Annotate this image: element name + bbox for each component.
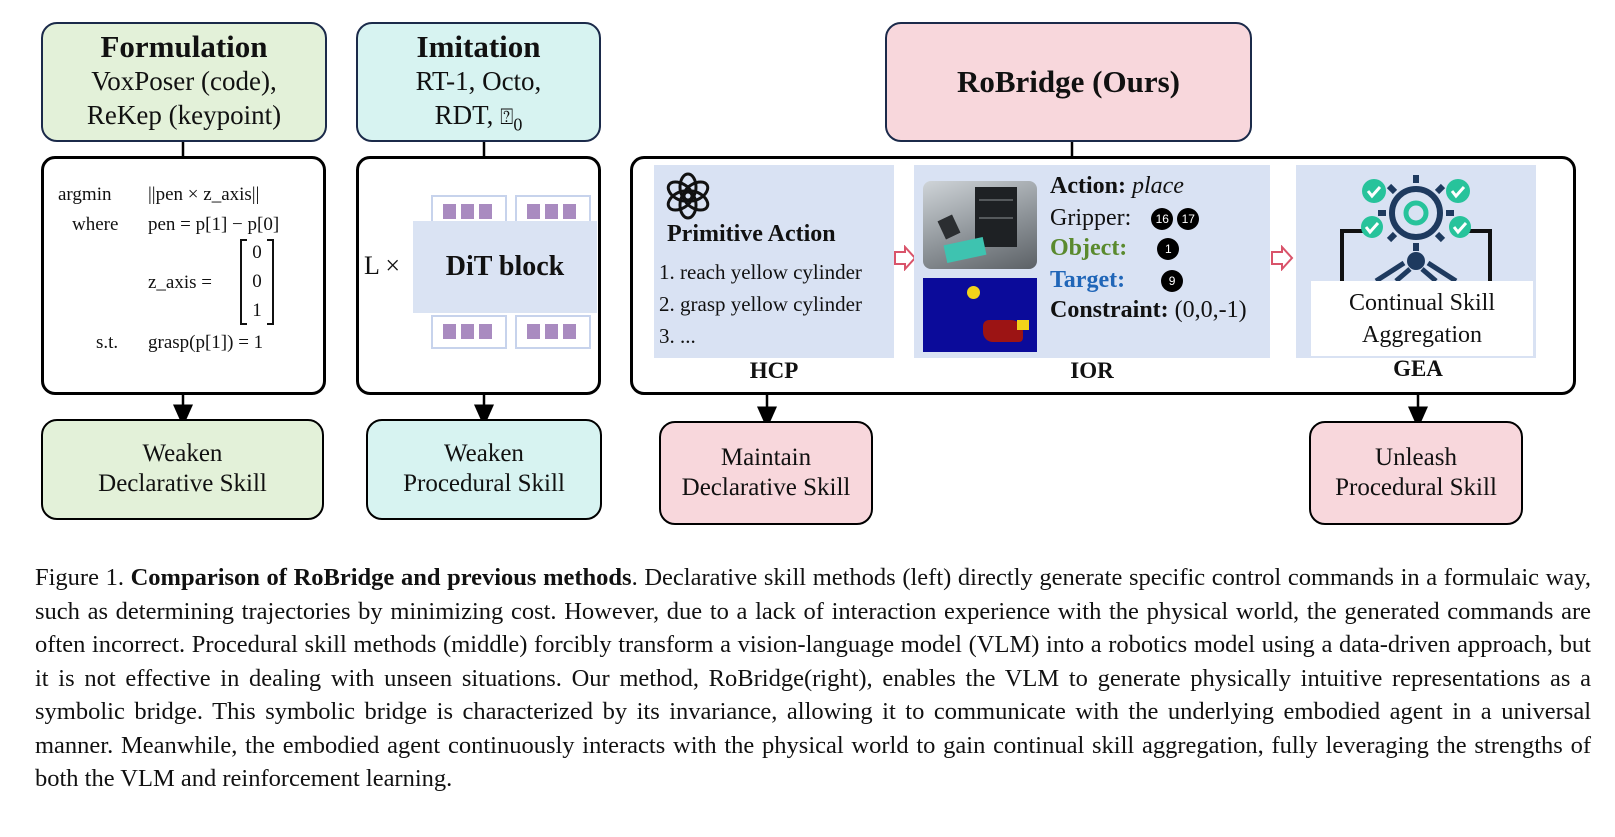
hcp-step-3: 3. ...: [659, 324, 696, 348]
dit-block-label: DiT block: [445, 251, 565, 282]
ior-label: IOR: [1070, 358, 1114, 383]
weaken-declarative-line2: Declarative Skill: [98, 470, 267, 497]
weaken-declarative-line1: Weaken: [142, 440, 223, 467]
unleash-procedural-box: Unleash Procedural Skill: [1309, 421, 1523, 525]
math-st-expr: grasp(p[1]) = 1: [148, 332, 264, 353]
openai-logo-icon: [666, 172, 710, 220]
math-zaxis-expr: z_axis =: [148, 272, 213, 293]
formulation-title: Formulation: [100, 29, 268, 64]
caption-bold: Comparison of RoBridge and previous meth…: [130, 564, 632, 591]
hcp-panel: Primitive Action 1. reach yellow cylinde…: [654, 165, 894, 358]
formulation-line2: ReKep (keypoint): [86, 100, 282, 130]
math-st-label: s.t.: [96, 332, 119, 353]
formulation-math-box: argmin ||pen × z_axis|| where pen = p[1]…: [41, 156, 326, 395]
weaken-procedural-box: Weaken Procedural Skill: [366, 419, 602, 520]
maintain-declarative-box: Maintain Declarative Skill: [659, 421, 873, 525]
math-vector: 0 0 1: [240, 239, 274, 325]
robridge-title: RoBridge (Ours): [956, 64, 1180, 99]
imitation-header: Imitation RT-1, Octo, RDT, ⍰0: [356, 22, 601, 142]
object-id-badge: 1: [1157, 238, 1180, 261]
hcp-step-2: 2. grasp yellow cylinder: [659, 292, 862, 316]
caption-prefix: Figure 1.: [35, 564, 131, 591]
formulation-line1: VoxPoser (code),: [91, 66, 277, 96]
math-vector-1: 0: [252, 271, 262, 292]
gripper-id-badge: 17: [1177, 208, 1200, 231]
formulation-header: Formulation VoxPoser (code), ReKep (keyp…: [41, 22, 327, 142]
ior-target-key: Target:: [1050, 267, 1126, 293]
math-vector-0: 0: [252, 242, 262, 263]
unleash-line2: Procedural Skill: [1335, 474, 1497, 501]
math-argmin-label: argmin: [58, 184, 112, 205]
gea-line2: Aggregation: [1362, 322, 1482, 348]
weaken-procedural-line2: Procedural Skill: [403, 470, 565, 497]
maintain-line2: Declarative Skill: [681, 474, 851, 501]
figure-caption: Figure 1. Comparison of RoBridge and pre…: [35, 561, 1591, 796]
ior-object-row: Object: 1: [1050, 235, 1180, 262]
math-argmin-expr: ||pen × z_axis||: [148, 184, 260, 205]
math-vector-2: 1: [252, 300, 262, 321]
multiplier-label: L ×: [364, 251, 401, 280]
robot-scene-image: [923, 181, 1037, 269]
imitation-model-box: L × DiT block: [356, 156, 601, 395]
pi-glyph: ⍰: [500, 105, 514, 130]
connector-lines: [173, 141, 1428, 429]
token-row-bottom: [431, 315, 593, 349]
robridge-header: RoBridge (Ours): [885, 22, 1252, 142]
robridge-pipeline-box: [630, 156, 1576, 395]
math-where-label: where: [72, 214, 119, 235]
hcp-label: HCP: [749, 358, 799, 383]
gea-label: GEA: [1393, 356, 1443, 381]
dit-block: DiT block: [413, 221, 597, 313]
math-where-expr: pen = p[1] − p[0]: [148, 214, 280, 235]
weaken-declarative-box: Weaken Declarative Skill: [41, 419, 324, 520]
ior-constraint-row: Constraint: (0,0,-1): [1050, 297, 1247, 323]
imitation-line2: RDT, ⍰0: [434, 100, 523, 135]
weaken-procedural-line1: Weaken: [444, 440, 524, 467]
ior-object-key: Object:: [1050, 235, 1128, 261]
gripper-id-badge: 16: [1151, 208, 1174, 231]
gea-line1: Continual Skill: [1348, 290, 1495, 316]
unleash-line1: Unleash: [1375, 444, 1457, 471]
ior-action-row: Action: place: [1050, 173, 1184, 199]
gea-textbox: Continual Skill Aggregation: [1311, 281, 1533, 356]
maintain-line1: Maintain: [720, 444, 812, 471]
caption-text: . Declarative skill methods (left) direc…: [35, 564, 1591, 792]
gea-panel: Continual Skill Aggregation: [1296, 165, 1536, 358]
target-id-badge: 9: [1161, 270, 1184, 293]
arrow-ior-to-gea-icon: [1271, 245, 1294, 271]
imitation-line1: RT-1, Octo,: [415, 66, 542, 96]
gear-network-icon: [1340, 175, 1492, 281]
hcp-step-1: 1. reach yellow cylinder: [659, 260, 862, 284]
ior-target-row: Target: 9: [1050, 267, 1184, 294]
segmentation-image: [923, 278, 1037, 352]
imitation-title: Imitation: [416, 29, 541, 64]
arrow-hcp-to-ior-icon: [894, 245, 917, 271]
hcp-heading: Primitive Action: [667, 221, 836, 247]
